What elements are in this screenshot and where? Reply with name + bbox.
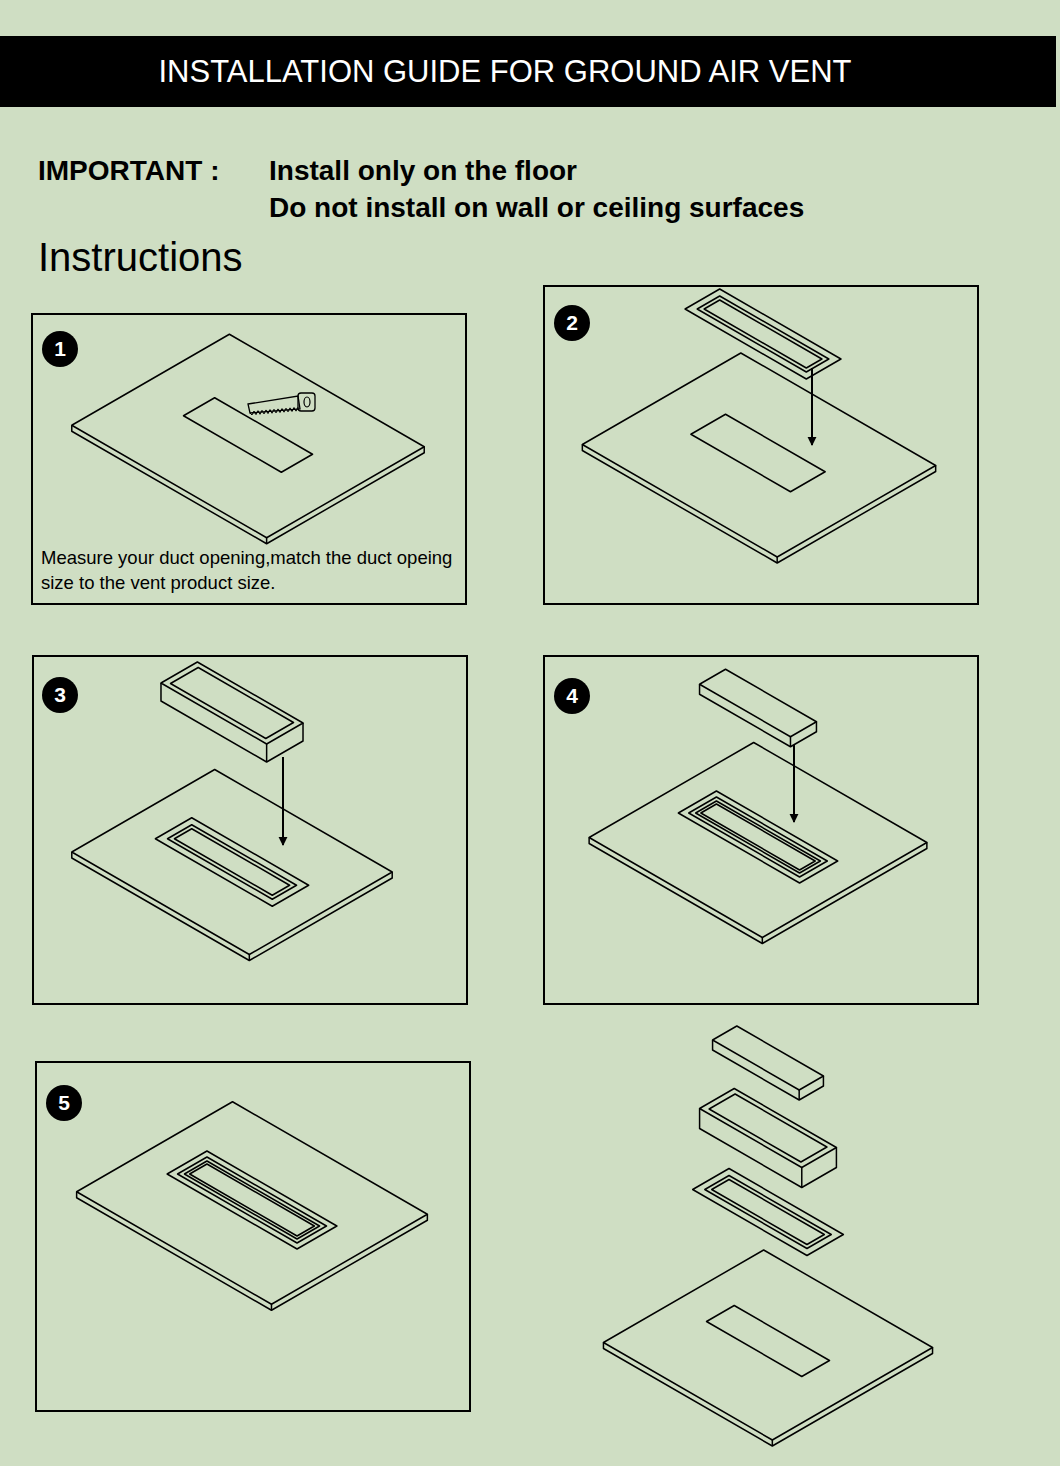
vent-frame (693, 1169, 844, 1256)
finished-vent-inner (190, 1164, 315, 1236)
step-number: 4 (554, 678, 590, 714)
step-panel: 4 (543, 655, 979, 1005)
floor-plate-side (266, 538, 268, 544)
step-number: 5 (46, 1085, 82, 1121)
saw-handle (298, 393, 315, 411)
vent-cover-side (700, 684, 817, 747)
vent-box-side (161, 683, 303, 762)
floor-plate (77, 1102, 428, 1305)
floor-plate-side (271, 1304, 273, 1310)
installed-frame (678, 791, 837, 883)
title: INSTALLATION GUIDE FOR GROUND AIR VENT (0, 36, 1010, 107)
note: Do not install on wall or ceiling surfac… (269, 192, 804, 224)
installed-frame-inner (167, 825, 296, 900)
step-number: 2 (554, 305, 590, 341)
installed-frame-inner (174, 829, 289, 896)
floor-plate-side (72, 425, 424, 544)
vent-box-side (801, 1168, 803, 1188)
step-panel: 1Measure your duct opening,match the duc… (31, 313, 467, 605)
step-number: 3 (42, 677, 78, 713)
title-bar: INSTALLATION GUIDE FOR GROUND AIR VENT (0, 36, 1056, 107)
floor-plate-side (772, 1440, 774, 1446)
vent-box (700, 1089, 837, 1168)
installed-frame (155, 818, 308, 907)
installed-frame-inner (701, 804, 815, 870)
note: Install only on the floor (269, 155, 577, 187)
floor-plate-side (72, 852, 392, 961)
vent-cover (713, 1026, 824, 1090)
duct-hole (707, 1306, 830, 1377)
step-panel: 2 (543, 285, 979, 605)
vent-box-side (266, 744, 268, 762)
vent-cover-side (790, 737, 792, 747)
floor-plate (603, 1250, 932, 1440)
saw-grip (304, 397, 310, 407)
floor-plate (72, 334, 424, 538)
installed-frame-inner (696, 801, 821, 873)
duct-hole (691, 414, 825, 492)
vent-frame-inner (697, 296, 829, 372)
vent-frame-inner (712, 1180, 825, 1245)
step-caption: Measure your duct opening,match the duct… (41, 545, 459, 595)
vent-box-rim (171, 668, 294, 739)
finished-vent-inner (184, 1161, 319, 1239)
step-panel: 5 (35, 1061, 471, 1412)
vent-cover (700, 669, 817, 737)
saw-teeth (250, 407, 298, 415)
floor-plate-side (603, 1343, 932, 1447)
floor-plate (589, 743, 927, 938)
step-panel: 3 (32, 655, 468, 1005)
vent-frame-inner (704, 300, 822, 368)
floor-plate-side (582, 445, 935, 564)
floor-plate-side (249, 955, 251, 961)
step-number: 1 (42, 331, 78, 367)
vent-box (161, 662, 303, 744)
installed-frame-inner (689, 797, 828, 877)
down-arrow (282, 757, 284, 845)
down-arrow (811, 368, 813, 445)
section-heading: Instructions (38, 235, 243, 280)
vent-frame-inner (705, 1176, 831, 1249)
down-arrow (793, 745, 795, 822)
vent-box-side (700, 1109, 837, 1188)
floor-plate (72, 770, 392, 955)
vent-cover-side (798, 1090, 800, 1100)
duct-hole (183, 398, 312, 473)
floor-plate-side (776, 557, 778, 563)
floor-plate-side (762, 938, 764, 944)
floor-plate (582, 353, 935, 557)
vent-box-rim (709, 1094, 827, 1162)
finished-vent-inner (178, 1157, 327, 1243)
important-label: IMPORTANT : (38, 155, 219, 187)
finished-vent (167, 1151, 337, 1249)
